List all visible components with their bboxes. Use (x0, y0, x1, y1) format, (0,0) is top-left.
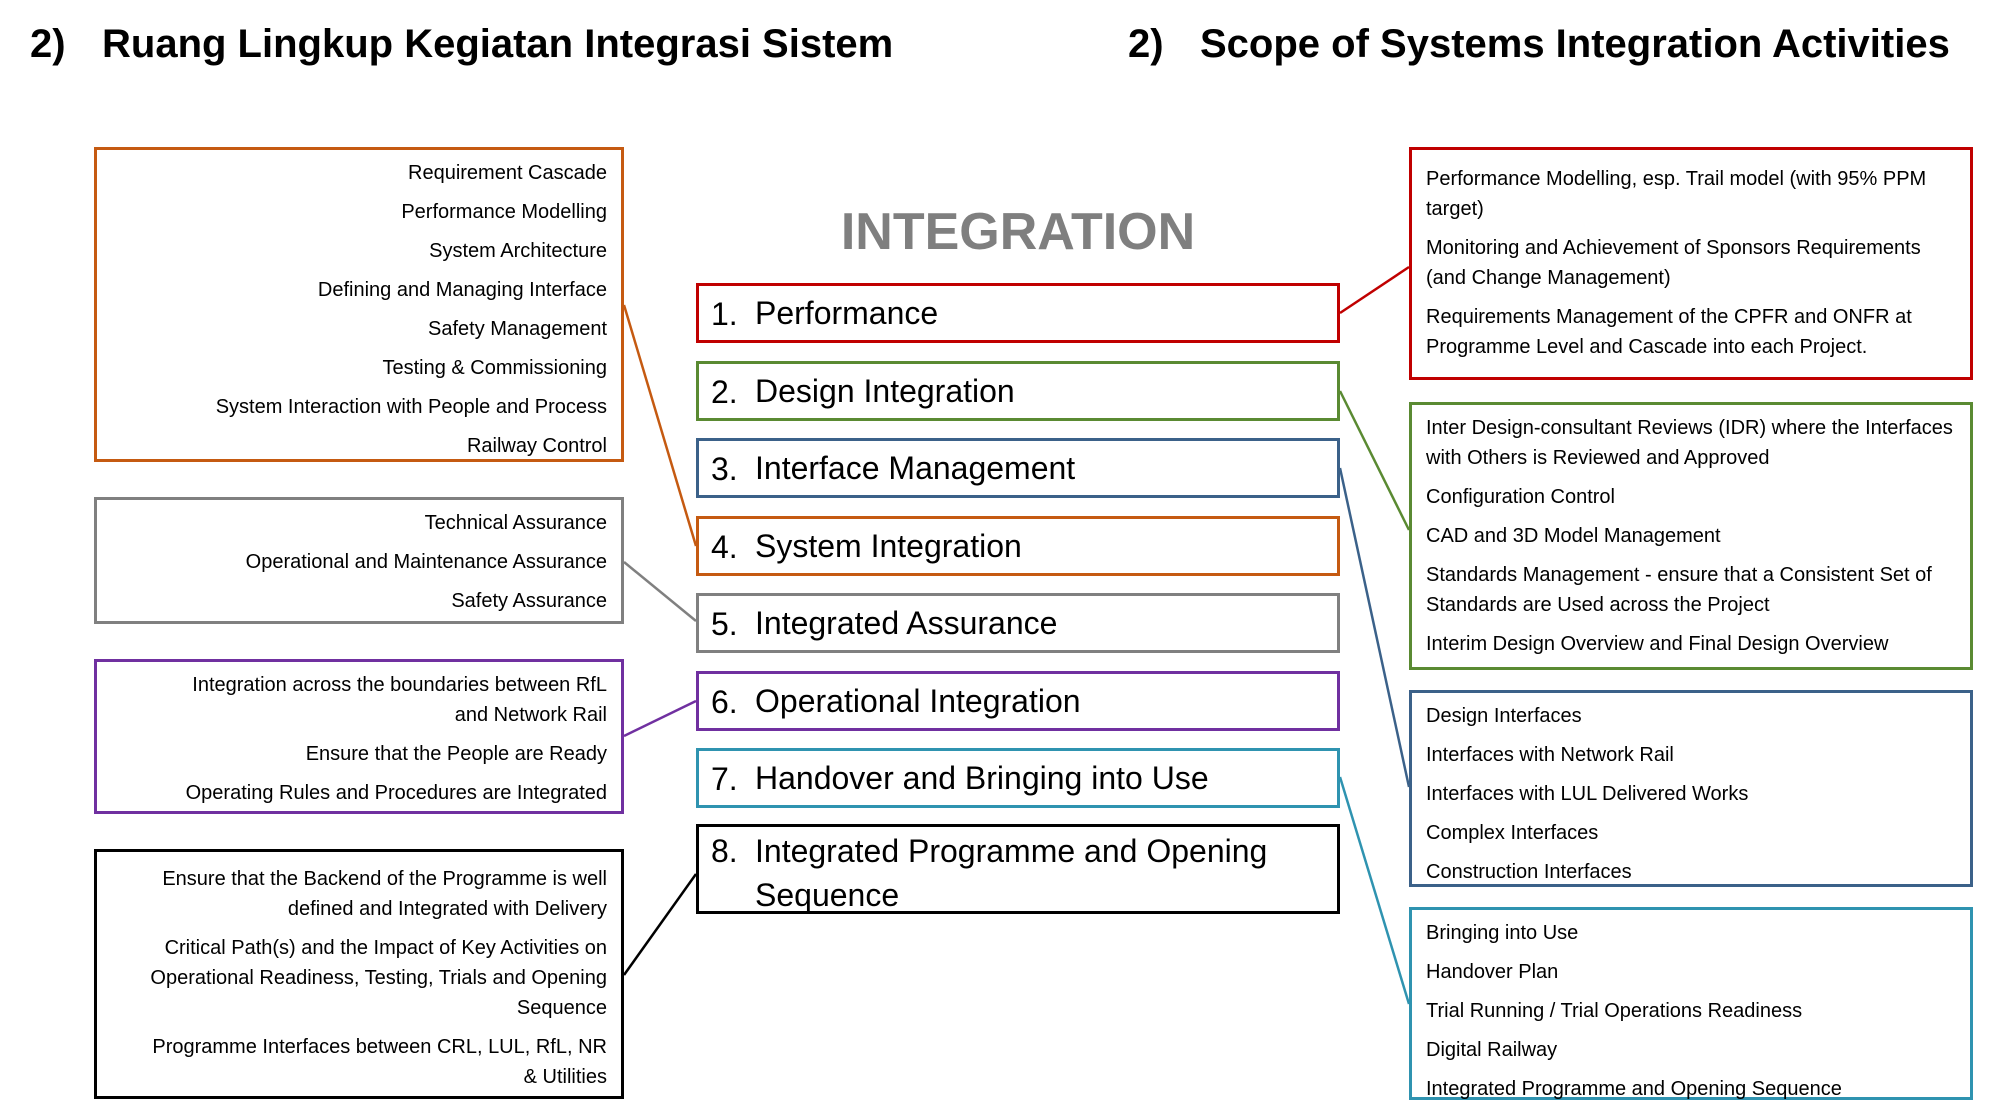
connector-interface-management (1338, 467, 1411, 788)
item-label: Integrated Assurance (755, 605, 1058, 641)
list-item: Critical Path(s) and the Impact of Key A… (150, 937, 607, 1019)
connector-programme (622, 873, 698, 976)
title-left: 2) Ruang Lingkup Kegiatan Integrasi Siste… (30, 22, 893, 67)
item-label: Operational Integration (755, 683, 1081, 719)
list-item: Digital Railway (1426, 1039, 1558, 1061)
list-item: Bringing into Use (1426, 922, 1579, 944)
item-system-integration: 4. System Integration (696, 516, 1340, 576)
list-item: Safety Management (428, 318, 607, 340)
operational-integration-details: Integration across the boundaries betwee… (94, 659, 624, 814)
integration-heading: INTEGRATION (840, 203, 1196, 261)
item-integrated-assurance: 5. Integrated Assurance (696, 593, 1340, 653)
list-item: Handover Plan (1426, 961, 1559, 983)
item-number: 7. (711, 761, 738, 797)
list-item: Monitoring and Achievement of Sponsors R… (1426, 237, 1921, 289)
item-label: Integrated Programme and Opening Sequenc… (755, 833, 1268, 913)
item-operational-integration: 6. Operational Integration (696, 671, 1340, 731)
list-item: Trial Running / Trial Operations Readine… (1426, 1000, 1803, 1022)
system-integration-details: Requirement Cascade Performance Modellin… (94, 147, 624, 462)
list-item: Complex Interfaces (1426, 822, 1599, 844)
list-item: Ensure that the Backend of the Programme… (162, 868, 607, 920)
integrated-assurance-details: Technical Assurance Operational and Main… (94, 497, 624, 624)
list-item: CAD and 3D Model Management (1426, 525, 1721, 547)
list-item: Inter Design-consultant Reviews (IDR) wh… (1426, 417, 1953, 469)
list-item: Operating Rules and Procedures are Integ… (185, 782, 607, 804)
list-item: Performance Modelling (401, 201, 607, 223)
list-item: Testing & Commissioning (382, 357, 607, 379)
title-text: Scope of Systems Integration Activities (1200, 22, 1950, 66)
interface-management-details: Design Interfaces Interfaces with Networ… (1409, 690, 1973, 887)
item-label: Handover and Bringing into Use (755, 760, 1209, 796)
item-number: 3. (711, 451, 738, 487)
list-item: Defining and Managing Interface (317, 279, 607, 301)
connector-performance (1339, 265, 1410, 315)
list-item: Interim Design Overview and Final Design… (1426, 633, 1889, 655)
list-item: Interfaces with Network Rail (1426, 744, 1674, 766)
item-label: System Integration (755, 528, 1022, 564)
title-right: 2) Scope of Systems Integration Activitie… (1128, 22, 1950, 67)
list-item: System Interaction with People and Proce… (215, 396, 607, 418)
handover-details: Bringing into Use Handover Plan Trial Ru… (1409, 907, 1973, 1100)
connector-handover (1338, 776, 1411, 1005)
list-item: Integrated Programme and Opening Sequenc… (1426, 1078, 1842, 1100)
connector-integrated-assurance (623, 561, 697, 622)
item-number: 2. (711, 374, 738, 410)
item-number: 6. (711, 684, 738, 720)
list-item: Interfaces with LUL Delivered Works (1426, 783, 1749, 805)
item-interface-management: 3. Interface Management (696, 438, 1340, 498)
title-number: 2) (30, 22, 66, 66)
list-item: Requirements Management of the CPFR and … (1426, 306, 1912, 358)
list-item: Construction Interfaces (1426, 861, 1632, 883)
list-item: System Architecture (429, 240, 607, 262)
list-item: Ensure that the People are Ready (305, 743, 607, 765)
item-number: 1. (711, 296, 738, 332)
design-integration-details: Inter Design-consultant Reviews (IDR) wh… (1409, 402, 1973, 670)
list-item: Configuration Control (1426, 486, 1615, 508)
list-item: Technical Assurance (424, 512, 607, 534)
title-number: 2) (1128, 22, 1164, 66)
connector-operational-integration (623, 699, 697, 738)
list-item: Standards Management - ensure that a Con… (1426, 564, 1932, 616)
list-item: Safety Assurance (451, 590, 607, 612)
list-item: Integration across the boundaries betwee… (192, 674, 607, 726)
item-label: Design Integration (755, 373, 1015, 409)
list-item: Requirement Cascade (408, 162, 607, 184)
list-item: Programme Interfaces between CRL, LUL, R… (152, 1036, 607, 1088)
list-item: Operational and Maintenance Assurance (245, 551, 607, 573)
performance-details: Performance Modelling, esp. Trail model … (1409, 147, 1973, 380)
item-number: 5. (711, 606, 738, 642)
item-label: Interface Management (755, 450, 1076, 486)
item-number: 8. (711, 833, 738, 869)
item-design-integration: 2. Design Integration (696, 361, 1340, 421)
connector-design-integration (1338, 390, 1411, 531)
item-performance: 1. Performance (696, 283, 1340, 343)
programme-details: Ensure that the Backend of the Programme… (94, 849, 624, 1099)
title-text: Ruang Lingkup Kegiatan Integrasi Sistem (102, 22, 894, 66)
list-item: Design Interfaces (1426, 705, 1582, 727)
connector-system-integration (622, 304, 698, 547)
item-handover: 7. Handover and Bringing into Use (696, 748, 1340, 808)
item-number: 4. (711, 529, 738, 565)
list-item: Performance Modelling, esp. Trail model … (1426, 168, 1927, 220)
list-item: Railway Control (466, 435, 607, 457)
item-label: Performance (755, 295, 939, 331)
item-integrated-programme: 8. Integrated Programme and Opening Seque… (696, 824, 1340, 914)
